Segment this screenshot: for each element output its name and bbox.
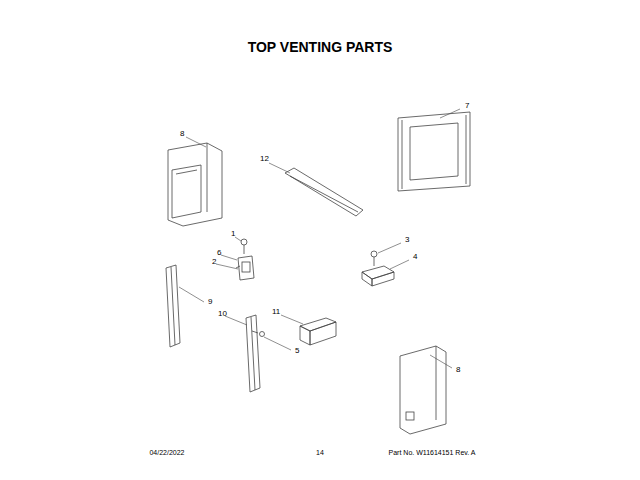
callout-number: 5 [295, 347, 299, 355]
sensor-bracket [236, 256, 254, 280]
screw [371, 251, 377, 266]
callout-number: 8 [180, 130, 184, 138]
side-panel [400, 346, 446, 434]
screw [241, 239, 247, 254]
callout-number: 6 [217, 249, 221, 257]
switch-block [362, 266, 394, 286]
leader-lines [179, 109, 460, 368]
callout-number: 11 [272, 308, 280, 316]
callout-number: 9 [208, 298, 212, 306]
callout-number: 2 [212, 258, 216, 266]
channel [300, 318, 336, 345]
side-panel [168, 143, 222, 226]
footer-date: 04/22/2022 [149, 449, 184, 456]
callout-number: 7 [465, 102, 469, 110]
vent-frame [398, 112, 470, 191]
callout-number: 3 [405, 236, 409, 244]
callout-number: 10 [218, 310, 227, 318]
side-strip [166, 265, 180, 347]
screw [252, 331, 265, 337]
callout-number: 8 [456, 366, 460, 374]
side-strip [246, 315, 260, 392]
callout-number: 1 [231, 230, 235, 238]
vent-bar [285, 168, 363, 216]
page-number: 14 [316, 449, 324, 456]
part-number: Part No. W11614151 Rev. A [389, 449, 476, 456]
callout-number: 4 [413, 253, 417, 261]
bar-edge [290, 176, 358, 212]
diagram-title: TOP VENTING PARTS [248, 40, 393, 54]
callout-number: 12 [260, 155, 269, 163]
